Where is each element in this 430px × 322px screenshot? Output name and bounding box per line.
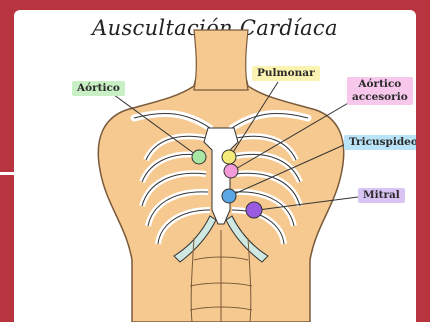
focus-accesorio-dot [224,164,238,178]
neck [194,30,248,90]
focus-aortico-dot [192,150,206,164]
focus-mitral-dot [246,202,262,218]
label-tricuspideo: Tricuspideo [344,135,416,150]
label-aortico-accesorio: Aórtico accesorio [347,77,413,105]
label-mitral: Mitral [358,188,405,203]
label-aortico: Aórtico [72,81,125,96]
diagram-card: Auscultación Cardíaca [14,10,416,322]
label-pulmonar: Pulmonar [252,66,320,81]
focus-pulmonar-dot [222,150,236,164]
focus-tricuspideo-dot [222,189,236,203]
torso-illustration [14,10,416,322]
label-aortico-accesorio-line1: Aórtico [352,78,408,91]
label-aortico-accesorio-line2: accesorio [352,91,408,104]
